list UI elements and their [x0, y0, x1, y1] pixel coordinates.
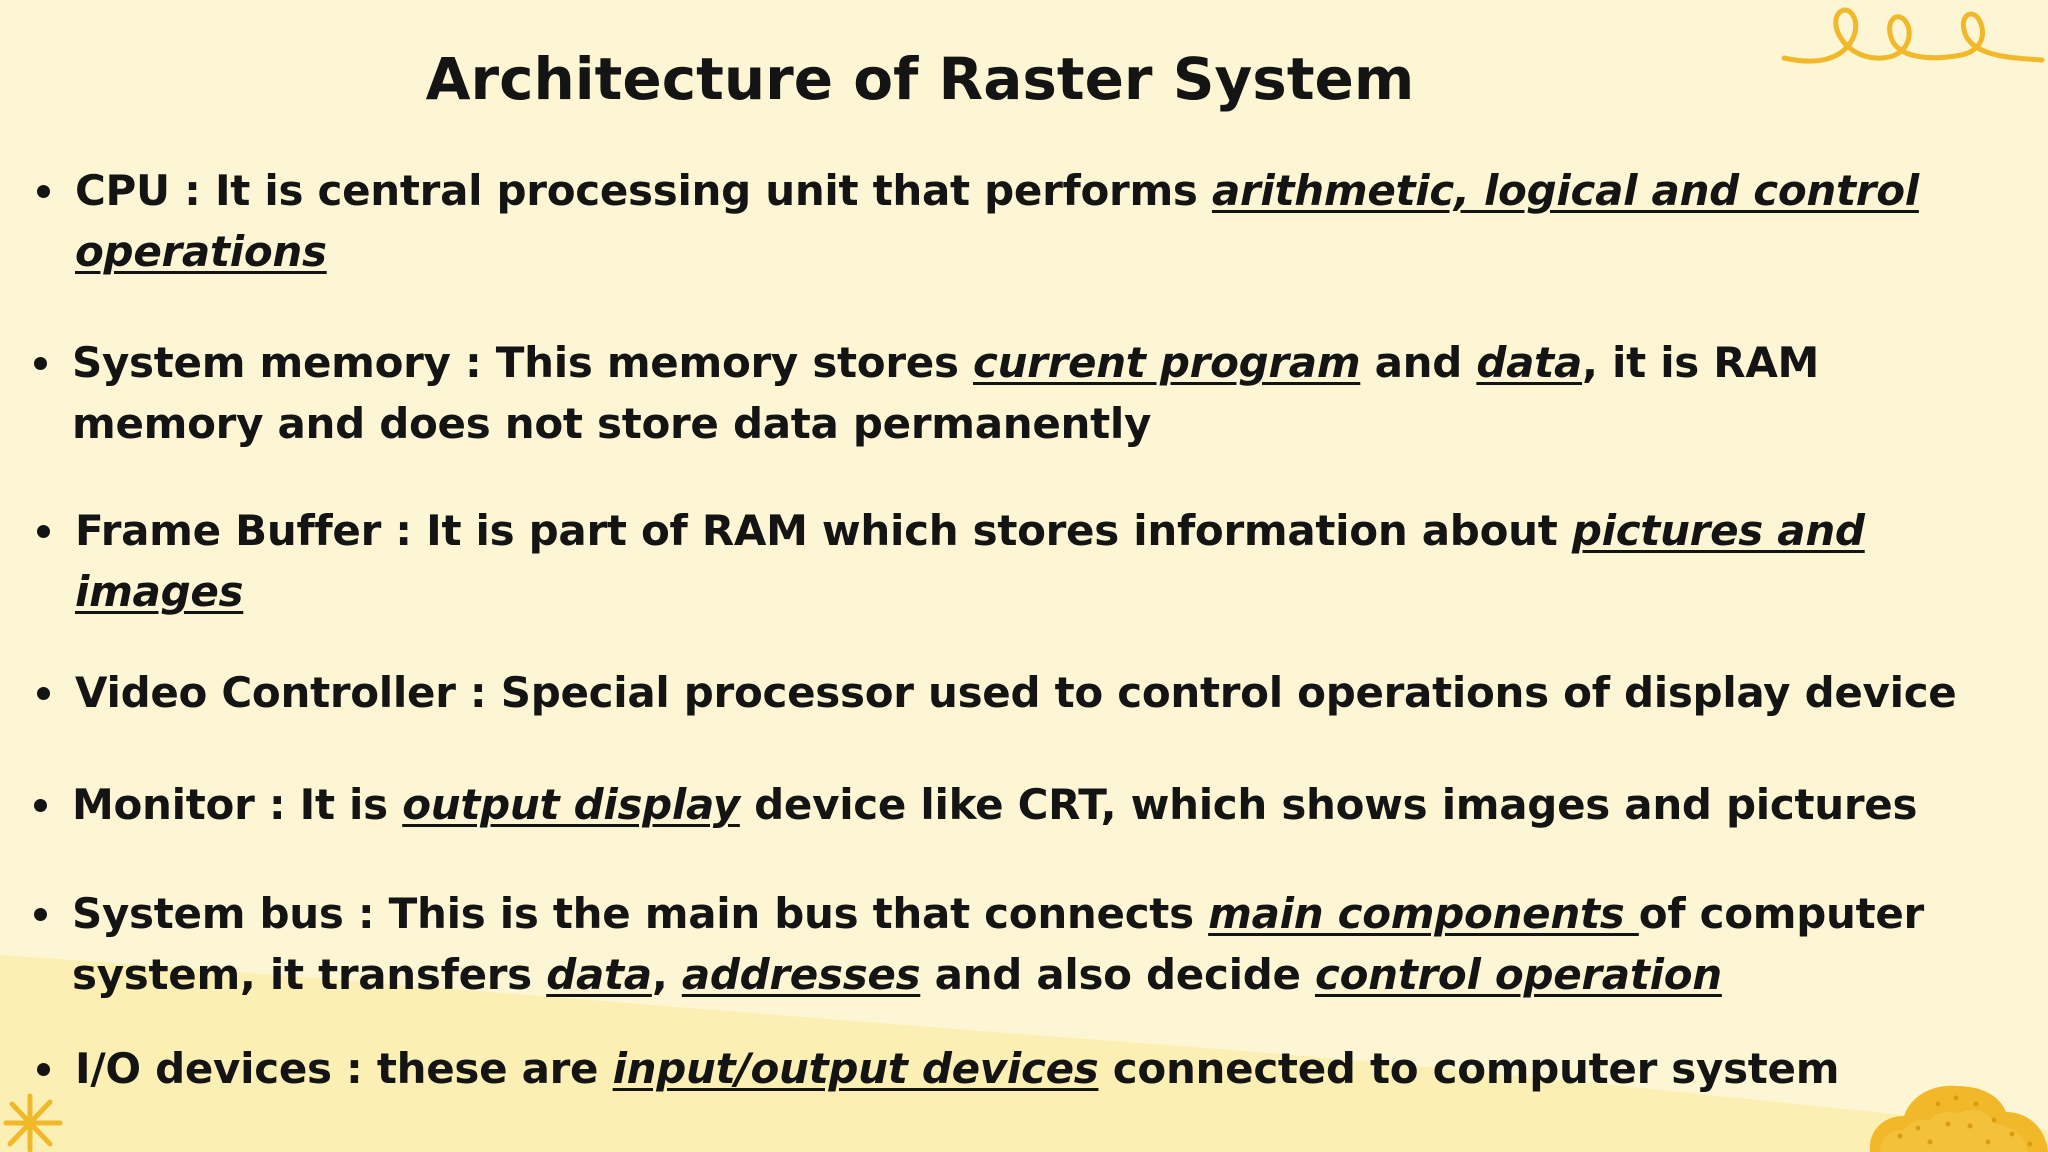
bullet-text: , [651, 950, 682, 999]
bullet-emphasis: control operation [1314, 950, 1722, 999]
dotted-blob-icon [1869, 1085, 2048, 1152]
bullet-text: and also decide [920, 950, 1315, 999]
bullet-emphasis: data [546, 950, 652, 999]
bullet-emphasis: pictures and [1571, 506, 1865, 555]
slide-title: Architecture of Raster System [425, 45, 1415, 113]
bullet-line: CPU : It is central processing unit that… [75, 160, 1919, 221]
bullet-line: memory and does not store data permanent… [72, 393, 1819, 454]
bullet-emphasis: arithmetic, logical and control [1211, 166, 1919, 215]
bullet-emphasis: current program [972, 338, 1361, 387]
bullet-text: I/O devices : these are [75, 1044, 613, 1093]
bullet-text: of computer [1638, 889, 1925, 938]
bullet-line: Video Controller : Special processor use… [75, 662, 1957, 723]
bullet-text: and [1360, 338, 1477, 387]
bullet-system-memory: System memory : This memory stores curre… [34, 332, 1819, 454]
bullet-emphasis: images [75, 567, 244, 616]
bullet-line: I/O devices : these are input/output dev… [75, 1038, 1840, 1099]
bullet-line: Frame Buffer : It is part of RAM which s… [75, 500, 1865, 561]
bullet-text: Video Controller : Special processor use… [75, 668, 1957, 717]
bullet-emphasis: output display [402, 780, 740, 829]
bullet-text: memory and does not store data permanent… [72, 399, 1152, 448]
bullet-emphasis: data [1476, 338, 1583, 387]
bullet-text: Monitor : It is [72, 780, 403, 829]
bullet-video-controller: Video Controller : Special processor use… [37, 662, 1957, 723]
bullet-text: system, it transfers [72, 950, 547, 999]
bullet-emphasis: main components [1208, 889, 1639, 938]
bullet-text: System memory : This memory stores [72, 338, 973, 387]
bullet-dot [34, 357, 47, 370]
squiggle-loops-icon [1781, 7, 2045, 64]
bullet-text: System bus : This is the main bus that c… [72, 889, 1209, 938]
bullet-text: CPU : It is central processing unit that… [75, 166, 1212, 215]
bullet-text: , it is RAM [1582, 338, 1820, 387]
bullet-text: Frame Buffer : It is part of RAM which s… [75, 506, 1572, 555]
bullet-emphasis: operations [75, 227, 327, 276]
bullet-text: connected to computer system [1098, 1044, 1840, 1093]
bullet-cpu: CPU : It is central processing unit that… [37, 160, 1919, 282]
bullet-line: Monitor : It is output display device li… [72, 774, 1917, 835]
bullet-io-devices: I/O devices : these are input/output dev… [37, 1038, 1840, 1099]
bullet-line: operations [75, 221, 1919, 282]
bullet-dot [34, 799, 47, 812]
bullet-emphasis: input/output devices [612, 1044, 1099, 1093]
bullet-line: images [75, 561, 1865, 622]
bullet-dot [37, 185, 50, 198]
bullet-dot [37, 687, 50, 700]
bullet-dot [37, 1063, 50, 1076]
bullet-emphasis: addresses [681, 950, 921, 999]
bullet-line: System memory : This memory stores curre… [72, 332, 1819, 393]
bullet-line: system, it transfers data, addresses and… [72, 944, 1924, 1005]
bullet-dot [37, 525, 50, 538]
bullet-line: System bus : This is the main bus that c… [72, 883, 1924, 944]
bullet-system-bus: System bus : This is the main bus that c… [34, 883, 1924, 1005]
bullet-frame-buffer: Frame Buffer : It is part of RAM which s… [37, 500, 1865, 622]
bullet-text: device like CRT, which shows images and … [739, 780, 1918, 829]
bullet-monitor: Monitor : It is output display device li… [34, 774, 1917, 835]
bullet-dot [34, 908, 47, 921]
starburst-icon [3, 1093, 63, 1152]
